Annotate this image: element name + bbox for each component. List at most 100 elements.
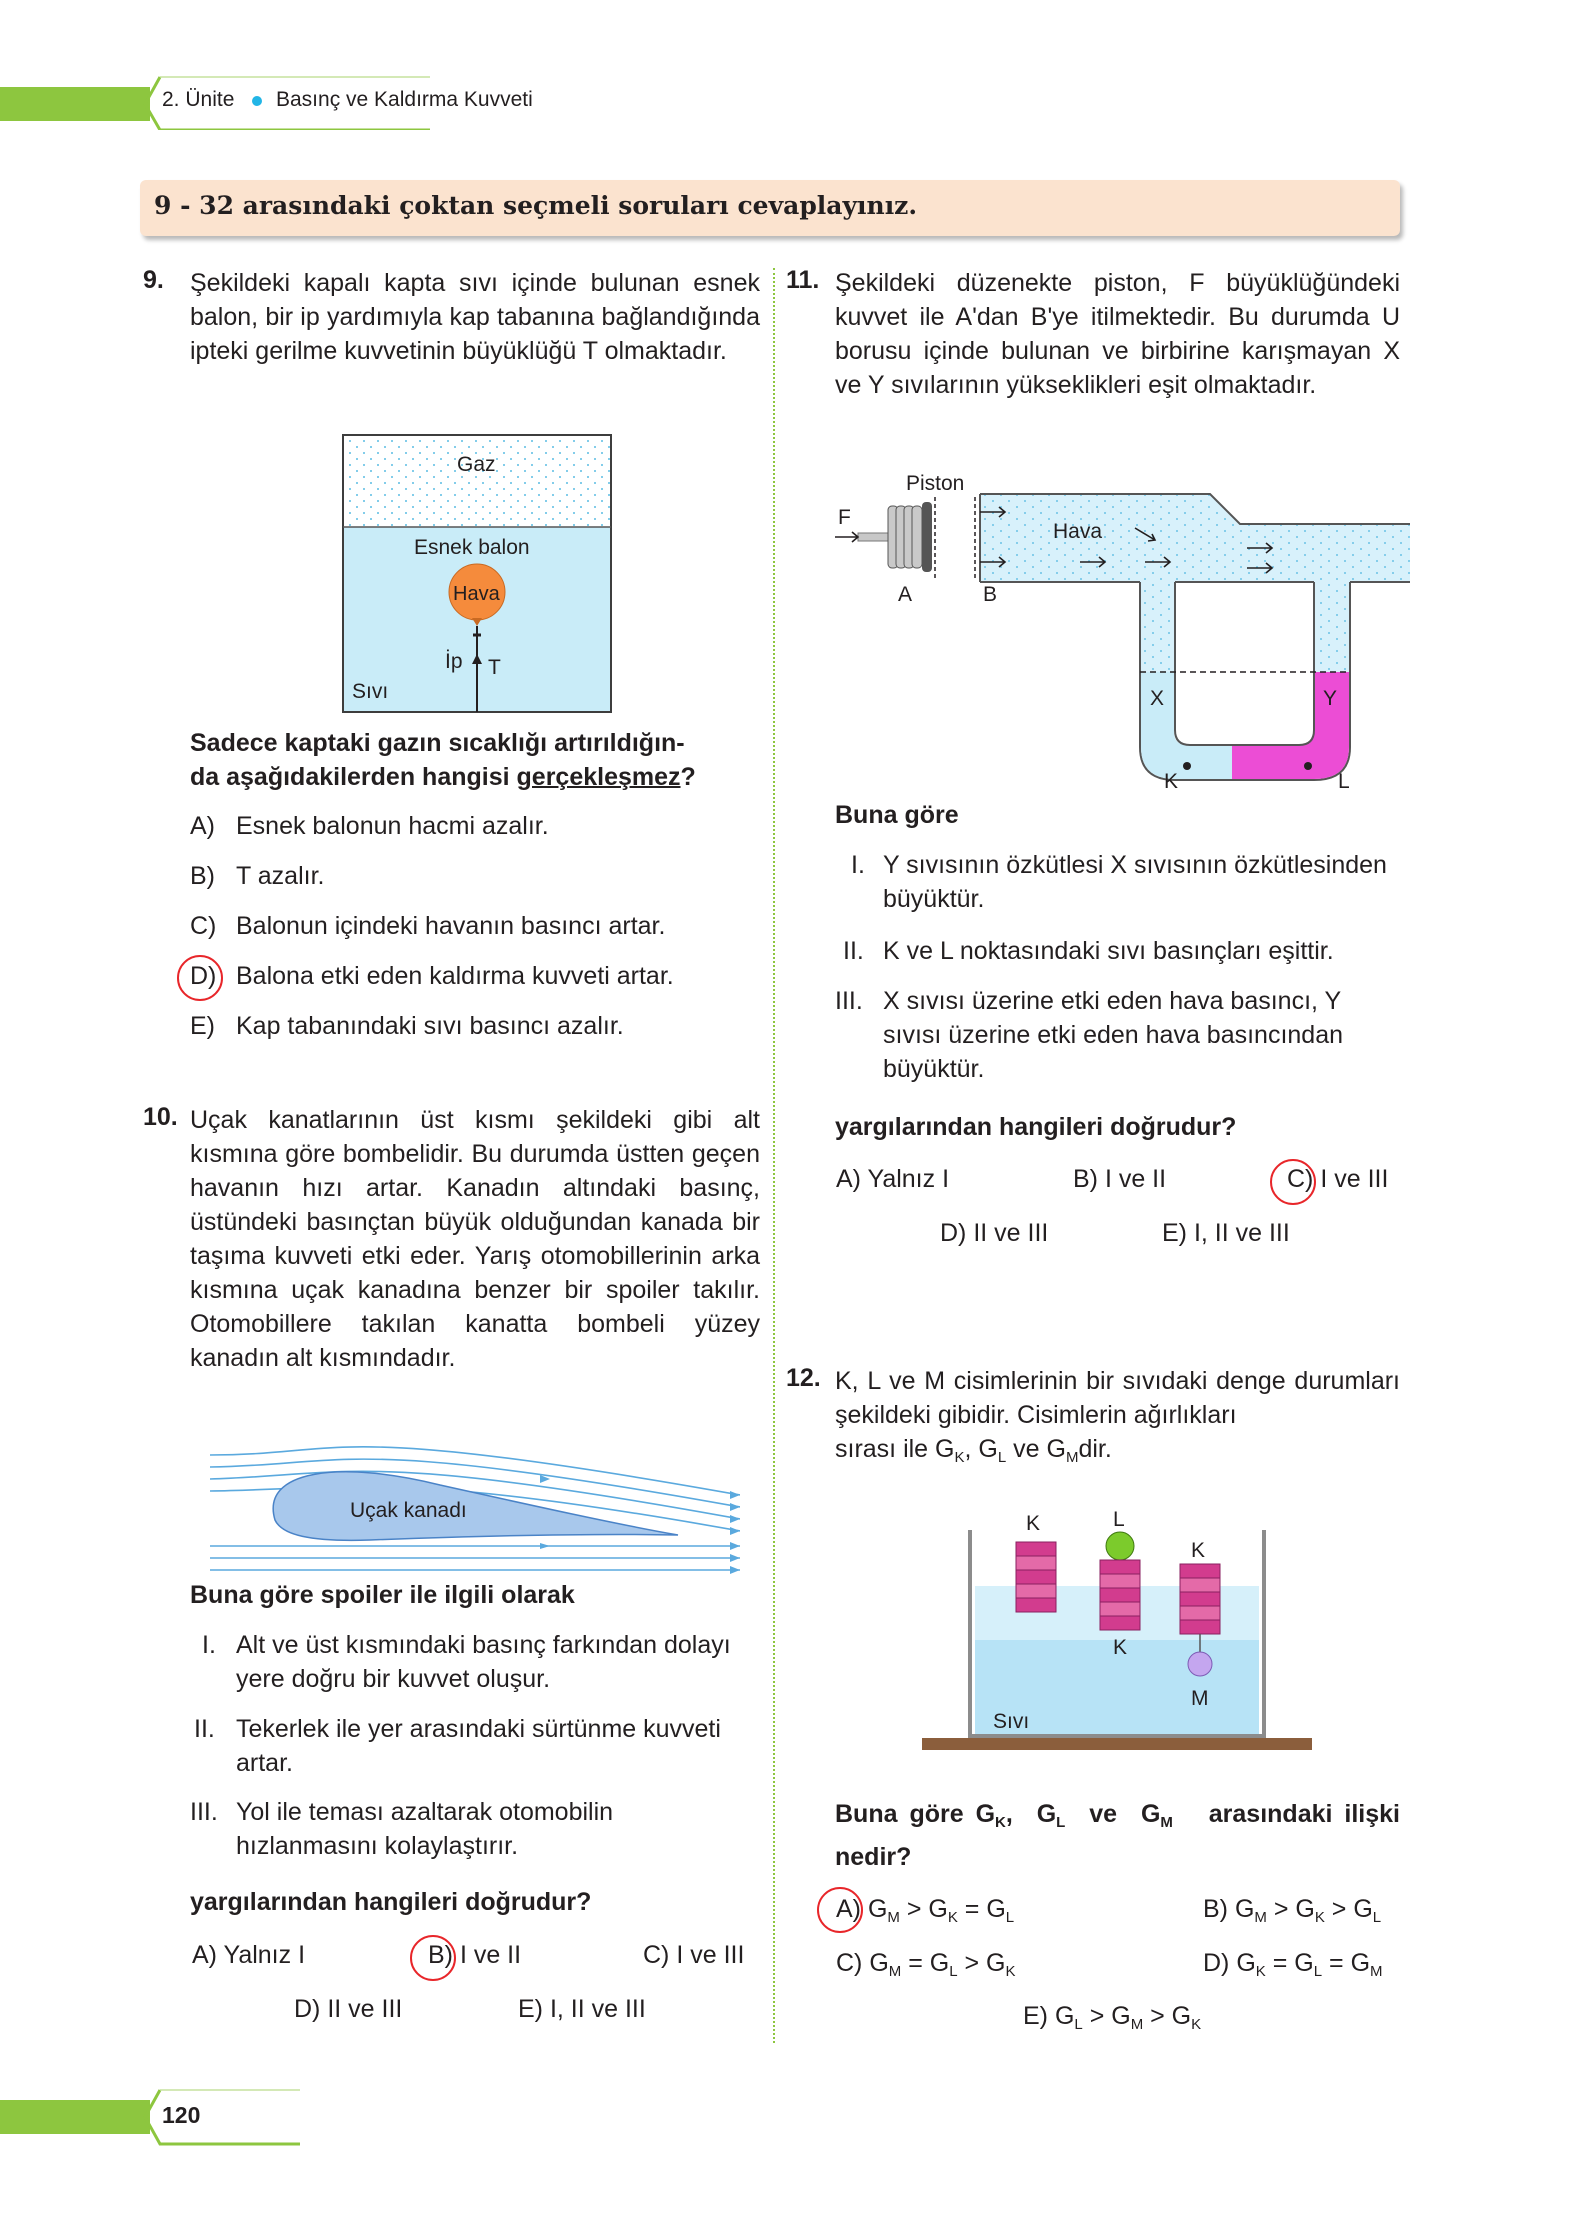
f-label: F	[838, 506, 851, 529]
q10-st1-num: I.	[202, 1631, 216, 1659]
q11-answer-circle	[1270, 1159, 1316, 1205]
q12-option-c[interactable]: C) GM = GL > GK	[836, 1949, 1016, 1980]
q10-statement-2: II. Tekerlek ile yer arasındaki sürtünme …	[190, 1712, 760, 1780]
sivi-label-2: Sıvı	[993, 1710, 1029, 1733]
q12-prompt-start: Buna göre G	[835, 1800, 996, 1828]
q9-option-b[interactable]: B) T azalır.	[190, 859, 324, 893]
m-label: M	[1191, 1687, 1209, 1710]
ip-label: İp	[445, 650, 463, 673]
q9-prompt-qmark: ?	[680, 763, 696, 791]
q10-st1-text: Alt ve üst kısmındaki basınç farkından d…	[236, 1631, 731, 1693]
q11-st2-num: II.	[843, 937, 864, 965]
q11-st3-num: III.	[835, 987, 863, 1015]
q11-st1-text: Y sıvısının özkütlesi X sıvısının özkütl…	[883, 851, 1387, 913]
hava-label: Hava	[453, 583, 501, 605]
page-number: 120	[162, 2102, 201, 2128]
q11-st3-text: X sıvısı üzerine etki eden hava basıncı,…	[883, 987, 1344, 1083]
q9-prompt-line2: da aşağıdakilerden hangisi	[190, 763, 517, 791]
q9-option-a-text: Esnek balonun hacmi azalır.	[236, 812, 549, 840]
q10-statement-3: III. Yol ile teması azaltarak otomobilin …	[190, 1795, 760, 1863]
q11-st2-text: K ve L noktasındaki sıvı basınçları eşit…	[883, 937, 1334, 965]
q12-option-b[interactable]: B) GM > GK > GL	[1203, 1895, 1382, 1926]
q11-statement-2: II. K ve L noktasındaki sıvı basınçları e…	[835, 934, 1393, 968]
l-label: L	[1113, 1508, 1125, 1531]
k3-label: K	[1191, 1539, 1205, 1562]
q9-option-d-text: Balona etki eden kaldırma kuvveti artar.	[236, 962, 674, 990]
q10-option-e[interactable]: E) I, II ve III	[518, 1995, 646, 2023]
hava-label-2: Hava	[1053, 520, 1102, 543]
q11-option-e[interactable]: E) I, II ve III	[1162, 1219, 1290, 1247]
x-label: X	[1150, 687, 1164, 710]
q11-option-b[interactable]: B) I ve II	[1073, 1165, 1167, 1193]
q9-prompt-underlined: gerçekleşmez	[516, 763, 681, 791]
q10-prompt: Buna göre spoiler ile ilgili olarak	[190, 1581, 575, 1609]
unit-label: 2. Ünite	[162, 88, 235, 111]
q12-text-line3-start: sırası ile G	[835, 1435, 955, 1463]
q10-option-c[interactable]: C) I ve III	[643, 1941, 745, 1969]
t-label: T	[488, 656, 501, 679]
q11-option-d[interactable]: D) II ve III	[940, 1219, 1049, 1247]
header-tab-shape	[0, 76, 430, 130]
q9-text: Şekildeki kapalı kapta sıvı içinde bulun…	[190, 269, 760, 365]
l-point-label: L	[1338, 770, 1350, 792]
q12-number: 12.	[786, 1364, 821, 1392]
q10-option-d[interactable]: D) II ve III	[294, 1995, 403, 2023]
q11-option-a[interactable]: A) Yalnız I	[836, 1165, 950, 1193]
q10-figure: Uçak kanadı	[209, 1446, 740, 1574]
q9-option-a-letter: A)	[190, 812, 215, 840]
q12-option-e[interactable]: E) GL > GM > GK	[1023, 2002, 1202, 2033]
q9-option-c[interactable]: C)Balonun içindeki havanın basıncı artar…	[190, 909, 665, 943]
q11-text: Şekildeki düzenekte piston, F büyüklüğün…	[835, 269, 1400, 399]
q11-prompt: Buna göre	[835, 801, 959, 829]
q9-figure: Gaz Esnek balon Hava İp T Sıvı	[342, 434, 612, 713]
q10-text: Uçak kanatlarının üst kısmı şekildeki gi…	[190, 1106, 760, 1372]
q10-question: yargılarından hangileri doğrudur?	[190, 1888, 592, 1916]
wing-shape	[272, 1471, 679, 1542]
wing-label: Uçak kanadı	[350, 1499, 467, 1522]
q12-text: K, L ve M cisimlerinin bir sıvıdaki deng…	[835, 1367, 1400, 1429]
block-k1	[1015, 1541, 1057, 1613]
q10-st2-text: Tekerlek ile yer arasındaki sürtünme kuv…	[236, 1715, 721, 1777]
q10-st3-num: III.	[190, 1798, 218, 1826]
y-label: Y	[1323, 687, 1337, 710]
q10-statement-1: I. Alt ve üst kısmındaki basınç farkından…	[190, 1628, 760, 1696]
q9-prompt: Sadece kaptaki gazın sıcaklığı artırıldı…	[190, 726, 770, 794]
a-label: A	[898, 583, 912, 606]
q10-number: 10.	[143, 1103, 178, 1131]
k1-label: K	[1026, 1512, 1040, 1535]
q9-option-e[interactable]: E)Kap tabanındaki sıvı basıncı azalır.	[190, 1009, 624, 1043]
q9-option-b-letter: B)	[190, 862, 215, 890]
balon-label: Esnek balon	[414, 536, 530, 559]
piston-label: Piston	[906, 472, 964, 495]
q9-option-e-letter: E)	[190, 1012, 215, 1040]
instruction-banner: 9 - 32 arasındaki çoktan seçmeli sorular…	[140, 180, 1400, 236]
q12-option-d[interactable]: D) GK = GL = GM	[1203, 1949, 1383, 1980]
q9-prompt-line1: Sadece kaptaki gazın sıcaklığı artırıldı…	[190, 729, 685, 757]
q12-text-line3: sırası ile GK, GL ve GMdir.	[835, 1435, 1112, 1466]
q12-figure: K L K K M Sıvı	[922, 1508, 1312, 1750]
footer: 120	[0, 2080, 320, 2150]
q10-st2-num: II.	[194, 1715, 215, 1743]
q10-st3-text: Yol ile teması azaltarak otomobilin hızl…	[236, 1798, 614, 1860]
q11-st1-num: I.	[851, 851, 865, 879]
column-divider	[773, 268, 775, 2043]
header: 2. Ünite Basınç ve Kaldırma Kuvveti	[0, 60, 700, 130]
q12-prompt-end: arasındaki ilişki nedir?	[835, 1800, 1400, 1871]
block-k2	[1099, 1559, 1141, 1631]
q10-answer-circle	[410, 1935, 456, 1981]
q9-number: 9.	[143, 266, 164, 294]
k2-label: K	[1113, 1636, 1127, 1659]
b-label: B	[983, 583, 997, 606]
q11-statement-3: III. X sıvısı üzerine etki eden hava bası…	[835, 984, 1393, 1086]
q9-option-c-letter: C)	[190, 912, 217, 940]
q9-option-b-text: T azalır.	[236, 862, 325, 890]
q11-figure: Piston F Hava A B X Y K L	[835, 472, 1410, 792]
ball-m	[1187, 1651, 1213, 1677]
q11-question: yargılarından hangileri doğrudur?	[835, 1113, 1237, 1141]
q10-option-a[interactable]: A) Yalnız I	[192, 1941, 306, 1969]
banner-text: 9 - 32 arasındaki çoktan seçmeli sorular…	[154, 191, 918, 220]
block-k3	[1179, 1563, 1221, 1635]
q12-answer-circle	[817, 1887, 863, 1933]
q9-option-a[interactable]: A) Esnek balonun hacmi azalır.	[190, 809, 549, 843]
k-point-label: K	[1164, 770, 1178, 792]
